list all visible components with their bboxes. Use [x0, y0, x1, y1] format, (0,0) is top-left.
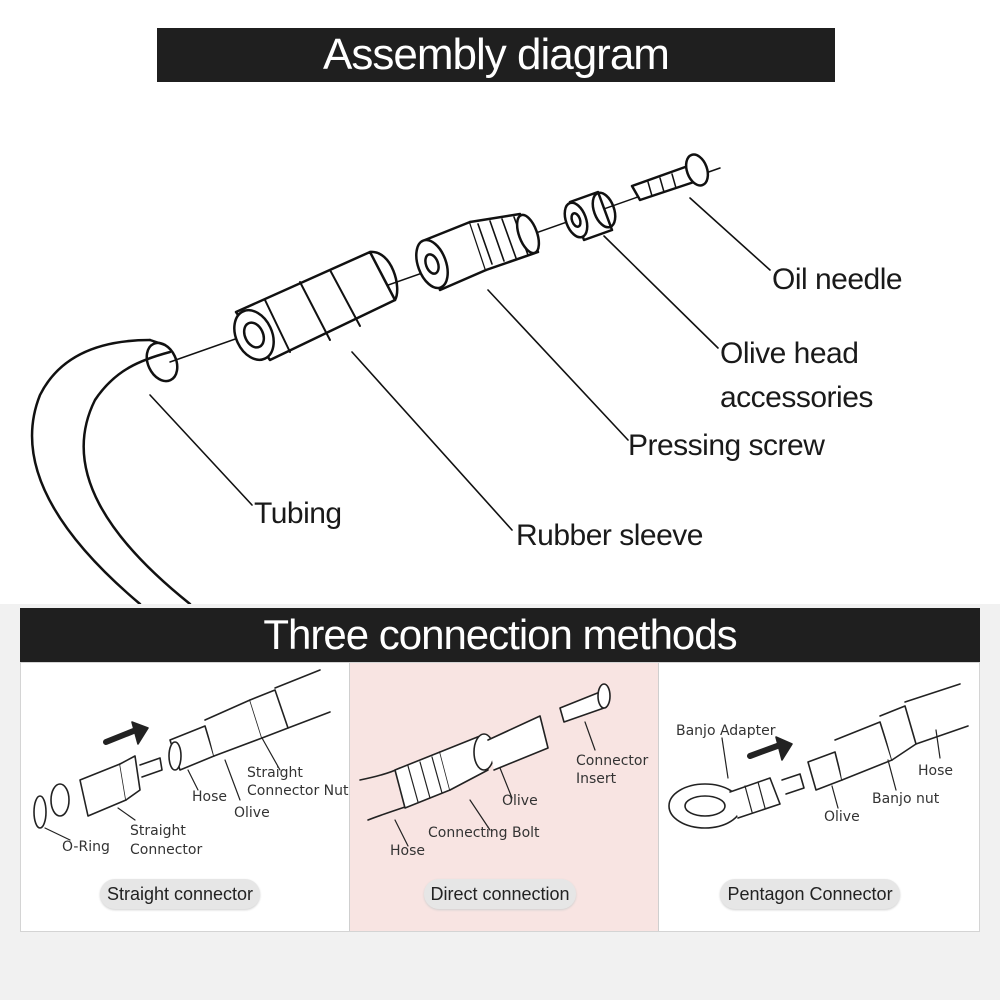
- connection-methods-banner: Three connection methods: [20, 608, 980, 662]
- caption-straight-connector: Straight connector: [100, 879, 260, 909]
- pentagon-olive-part: [807, 751, 843, 791]
- straight-connector-label-2: Connector: [130, 842, 203, 858]
- straight-arrow-icon: [103, 727, 139, 745]
- straight-nut-part: [249, 689, 289, 739]
- pressing-screw-label: Pressing screw: [628, 429, 825, 462]
- oil-needle-part: [630, 153, 710, 202]
- assembly-title-banner: Assembly diagram: [157, 28, 835, 82]
- straight-nut-label-1: Straight: [247, 765, 303, 781]
- straight-connector-drawing: [33, 669, 331, 841]
- connecting-bolt-part: [394, 751, 451, 809]
- olive-head-label-line1: Olive head: [720, 337, 859, 370]
- pentagon-connector-drawing: [668, 683, 969, 829]
- panel-divider: [349, 663, 350, 931]
- assembly-drawing: [30, 153, 771, 606]
- straight-olive-label: Olive: [234, 805, 270, 821]
- straight-nut-label-2: Connector Nut: [247, 783, 349, 799]
- banjo-adapter-label: Banjo Adapter: [676, 723, 776, 739]
- pressing-screw-part: [415, 212, 541, 292]
- panel-divider: [658, 663, 659, 931]
- connector-insert-label-1: Connector: [576, 753, 649, 769]
- connector-insert-label-2: Insert: [576, 771, 617, 787]
- rubber-sleeve-part: [233, 250, 399, 362]
- connecting-bolt-label: Connecting Bolt: [428, 825, 540, 841]
- caption-pentagon-connector: Pentagon Connector: [720, 879, 900, 909]
- tubing-part: [30, 338, 192, 606]
- olive-head-part: [563, 190, 617, 242]
- tubing-label: Tubing: [254, 497, 342, 530]
- olive-head-label-line2: accessories: [720, 381, 873, 414]
- direct-olive-label: Olive: [502, 793, 538, 809]
- washer-part: [50, 783, 70, 817]
- straight-connector-label-1: Straight: [130, 823, 186, 839]
- caption-direct-connection: Direct connection: [424, 879, 576, 909]
- o-ring-part: [33, 795, 47, 829]
- straight-hose-label: Hose: [192, 789, 227, 805]
- o-ring-label: O-Ring: [62, 839, 110, 855]
- direct-hose-label: Hose: [390, 843, 425, 859]
- banjo-adapter-part: [668, 783, 742, 829]
- direct-connection-drawing: [359, 683, 611, 847]
- banjo-nut-part: [834, 721, 893, 781]
- pentagon-hose-label: Hose: [918, 763, 953, 779]
- pentagon-arrow-icon: [747, 742, 783, 759]
- banjo-nut-label: Banjo nut: [872, 791, 940, 807]
- assembly-title: Assembly diagram: [323, 30, 670, 79]
- rubber-sleeve-label: Rubber sleeve: [516, 519, 703, 552]
- connection-methods-title: Three connection methods: [263, 611, 737, 658]
- oil-needle-label: Oil needle: [772, 263, 903, 296]
- pentagon-olive-label: Olive: [824, 809, 860, 825]
